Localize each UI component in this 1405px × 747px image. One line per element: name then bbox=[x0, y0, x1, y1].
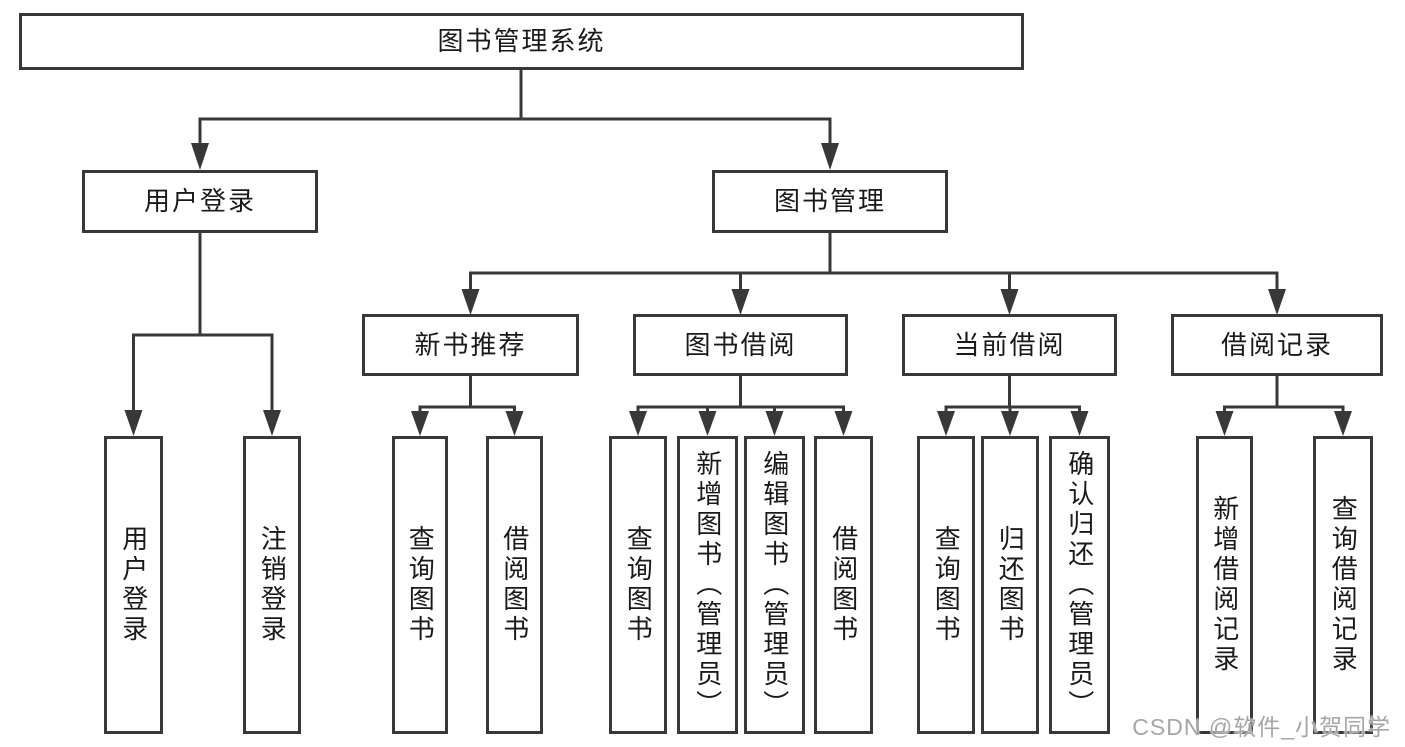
node-book-borrow: 图书借阅 bbox=[633, 314, 848, 376]
leaf-edit-book-admin: 编辑图书（管理员） bbox=[744, 436, 805, 734]
node-current-borrow: 当前借阅 bbox=[902, 314, 1117, 376]
leaf-query-books-borrow: 查询图书 bbox=[609, 436, 667, 734]
arrowheads bbox=[124, 143, 1352, 436]
leaf-borrow-books-recommend: 借阅图书 bbox=[486, 436, 543, 734]
leaf-query-borrow-record: 查询借阅记录 bbox=[1313, 436, 1373, 734]
leaf-query-books-recommend: 查询图书 bbox=[392, 436, 448, 734]
node-new-book-recommend: 新书推荐 bbox=[362, 314, 579, 376]
leaf-return-book: 归还图书 bbox=[981, 436, 1039, 734]
leaf-user-login: 用户登录 bbox=[104, 436, 163, 734]
leaf-confirm-return-admin: 确认归还（管理员） bbox=[1049, 436, 1110, 734]
node-book-management: 图书管理 bbox=[712, 170, 948, 233]
node-borrow-records: 借阅记录 bbox=[1171, 314, 1383, 376]
leaf-borrow-books: 借阅图书 bbox=[814, 436, 873, 734]
node-root: 图书管理系统 bbox=[19, 13, 1024, 70]
leaf-add-book-admin: 新增图书（管理员） bbox=[677, 436, 738, 734]
leaf-query-books-current: 查询图书 bbox=[917, 436, 975, 734]
leaf-add-borrow-record: 新增借阅记录 bbox=[1196, 436, 1253, 734]
node-user-login: 用户登录 bbox=[82, 170, 318, 233]
watermark: CSDN @软件_小贺同学 bbox=[1132, 714, 1391, 740]
leaf-logout: 注销登录 bbox=[243, 436, 301, 734]
